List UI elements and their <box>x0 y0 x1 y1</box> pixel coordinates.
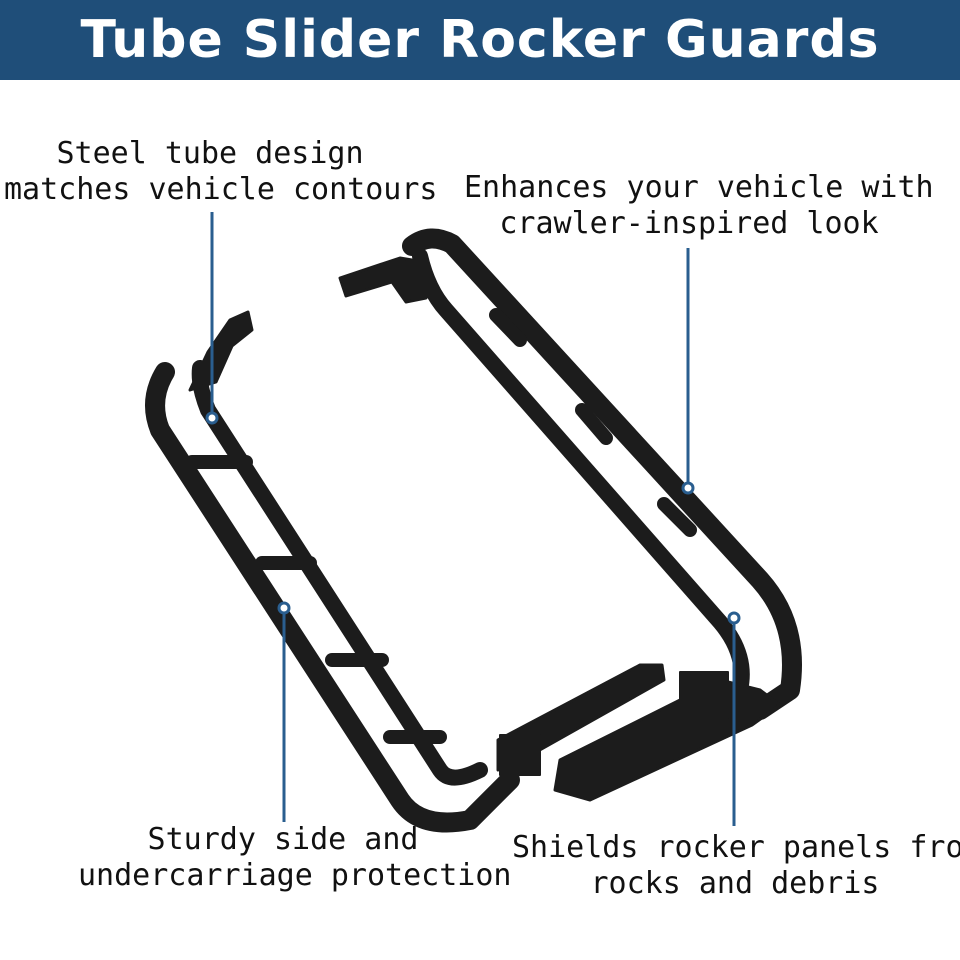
left-rocker-guard <box>145 310 666 833</box>
callout-line: Sturdy side and <box>147 822 419 857</box>
left-guard-mount-plate <box>499 734 541 776</box>
title-banner: Tube Slider Rocker Guards <box>0 0 960 80</box>
right-rocker-guard <box>338 228 802 802</box>
callout-steel-tube-design: Steel tube design matches vehicle contou… <box>4 136 438 208</box>
callout-line: crawler-inspired look <box>499 206 879 241</box>
page-title: Tube Slider Rocker Guards <box>80 10 880 70</box>
right-guard-rung <box>657 497 697 537</box>
right-guard-rung <box>575 403 613 445</box>
right-guard-mount-plate <box>679 671 729 719</box>
callout-line: matches vehicle contours <box>4 172 438 207</box>
right-guard-upper-bracket <box>338 256 428 304</box>
callout-line: Enhances your vehicle with <box>464 170 934 205</box>
right-guard-rung <box>489 308 527 347</box>
leader-lines <box>205 212 741 826</box>
left-guard-upper-bracket <box>188 310 254 392</box>
callout-line: Steel tube design <box>56 136 364 171</box>
left-guard-outer-tube <box>145 362 520 833</box>
callout-sturdy-protection: Sturdy side and undercarriage protection <box>78 822 512 894</box>
leader-dot-top-left <box>205 411 219 425</box>
callout-line: rocks and debris <box>590 866 880 901</box>
callout-crawler-look: Enhances your vehicle with crawler-inspi… <box>464 170 934 242</box>
right-guard-outer-tube <box>402 228 802 720</box>
leader-dot-top-right <box>681 481 695 495</box>
right-guard-inner-tube <box>412 248 750 708</box>
leader-dot-bottom-right <box>727 611 741 625</box>
callout-line: Shields rocker panels from <box>512 830 960 865</box>
callout-line: undercarriage protection <box>78 858 512 893</box>
callout-shields-rocker-panels: Shields rocker panels from rocks and deb… <box>512 830 960 902</box>
leader-dot-bottom-left <box>277 601 291 615</box>
